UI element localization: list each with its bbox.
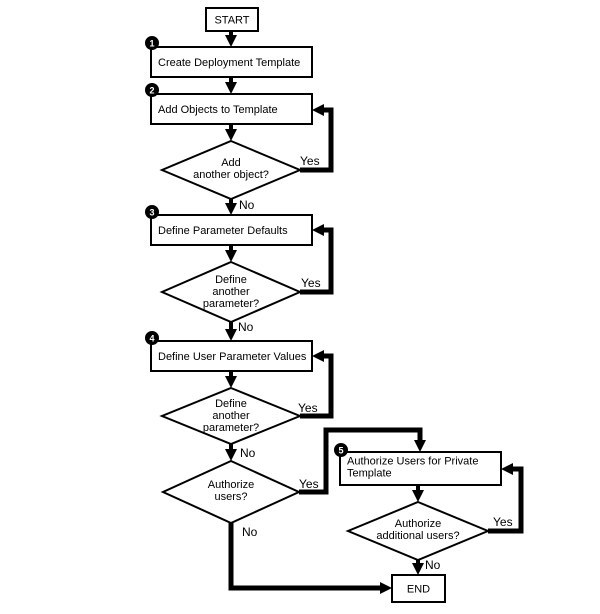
badge-1-number: 1 [149, 39, 154, 49]
node-define-another-parameter-decision-1-label: Define [215, 274, 247, 286]
edge-d3-yes-loop-to-step4-arrowhead-icon [312, 350, 324, 362]
edge-step3-to-d2-arrowhead-icon [225, 250, 237, 262]
edge-d1-no-to-step3-label: No [239, 198, 255, 212]
node-authorize-users-private-template-step-label: Authorize Users for Private [347, 456, 478, 468]
node-define-another-parameter-decision-2-label: parameter? [203, 422, 259, 434]
node-define-another-parameter-decision-1-label: parameter? [203, 298, 259, 310]
badge-2-icon [145, 83, 159, 97]
node-authorize-users-decision-label: Authorize [208, 479, 254, 491]
node-authorize-users-private-template-step-label: Template [347, 468, 392, 480]
edge-d2-no-to-step4-label: No [238, 320, 254, 334]
node-define-another-parameter-decision-1 [159, 260, 303, 324]
edge-dauth-yes-to-step5 [299, 427, 423, 495]
node-authorize-additional-users-decision [345, 500, 491, 562]
node-create-deployment-template-step [150, 46, 313, 78]
edge-dauth-no-to-end-arrowhead-icon [380, 582, 392, 594]
edge-start-to-step1-arrowhead-icon [225, 35, 237, 47]
edge-step2-to-d1-arrowhead-icon [225, 129, 237, 141]
edge-d3-no-to-dauth-arrowhead-icon [225, 449, 237, 461]
node-start-terminator [205, 7, 259, 32]
edge-dadd-yes-loop-to-step5-arrowhead-icon [501, 463, 513, 475]
badge-5-number: 5 [338, 446, 343, 456]
edge-dadd-no-to-end-arrowhead-icon [412, 563, 424, 575]
node-authorize-additional-users-decision-label: additional users? [376, 530, 459, 542]
badge-3-number: 3 [149, 208, 154, 218]
node-define-user-parameter-values-step [150, 340, 313, 372]
node-define-parameter-defaults-step-label: Define Parameter Defaults [158, 225, 288, 237]
node-end-terminator [391, 574, 446, 603]
edge-d1-yes-loop-to-step2-label: Yes [300, 154, 320, 168]
node-add-another-object-decision [159, 139, 303, 201]
node-add-another-object-decision-label: another object? [193, 169, 269, 181]
edge-d3-yes-loop-to-step4 [300, 353, 334, 419]
node-define-user-parameter-values-step-label: Define User Parameter Values [158, 351, 307, 363]
edge-d2-yes-loop-to-step3 [300, 227, 334, 295]
edge-step1-to-step2-arrowhead-icon [225, 82, 237, 94]
edge-dauth-yes-to-step5-label: Yes [299, 477, 319, 491]
badge-4-icon [145, 331, 159, 345]
badge-4-number: 4 [149, 334, 154, 344]
edge-d2-yes-loop-to-step3-label: Yes [301, 276, 321, 290]
node-authorize-users-decision-label: users? [214, 491, 247, 503]
badge-2-number: 2 [149, 86, 154, 96]
node-add-objects-to-template-step-label: Add Objects to Template [158, 104, 278, 116]
edge-d1-no-to-step3-arrowhead-icon [225, 203, 237, 215]
node-authorize-additional-users-decision-label: Authorize [395, 518, 441, 530]
edge-dauth-no-to-end [228, 523, 382, 591]
edge-d3-no-to-dauth-label: No [240, 446, 256, 460]
node-define-parameter-defaults-step [150, 214, 313, 246]
badge-5-icon [334, 443, 348, 457]
edge-d3-yes-loop-to-step4-label: Yes [298, 401, 318, 415]
edge-dadd-yes-loop-to-step5 [488, 466, 524, 534]
node-define-another-parameter-decision-2-label: another [212, 410, 250, 422]
edge-d2-no-to-step4-arrowhead-icon [225, 329, 237, 341]
badge-3-icon [145, 205, 159, 219]
node-create-deployment-template-step-label: Create Deployment Template [158, 57, 300, 69]
node-authorize-users-decision [160, 459, 302, 525]
edge-step4-to-d3-arrowhead-icon [225, 376, 237, 388]
edge-dauth-no-to-end-label: No [242, 525, 258, 539]
node-start-terminator-label: START [214, 15, 249, 27]
edge-d2-yes-loop-to-step3-arrowhead-icon [312, 224, 324, 236]
edge-dadd-yes-loop-to-step5-label: Yes [493, 515, 513, 529]
edge-d1-yes-loop-to-step2 [300, 107, 334, 173]
edge-dadd-no-to-end-label: No [425, 558, 441, 572]
node-define-another-parameter-decision-1-label: another [212, 286, 250, 298]
badge-1-icon [145, 36, 159, 50]
node-authorize-users-private-template-step [339, 451, 502, 486]
edge-step5-to-dadd-arrowhead-icon [412, 490, 424, 502]
node-add-another-object-decision-label: Add [221, 157, 241, 169]
edge-dauth-yes-to-step5-arrowhead-icon [414, 440, 426, 452]
node-define-another-parameter-decision-2-label: Define [215, 398, 247, 410]
node-add-objects-to-template-step [150, 93, 313, 125]
node-define-another-parameter-decision-2 [159, 386, 303, 446]
edge-d1-yes-loop-to-step2-arrowhead-icon [312, 104, 324, 116]
node-end-terminator-label: END [407, 584, 430, 596]
